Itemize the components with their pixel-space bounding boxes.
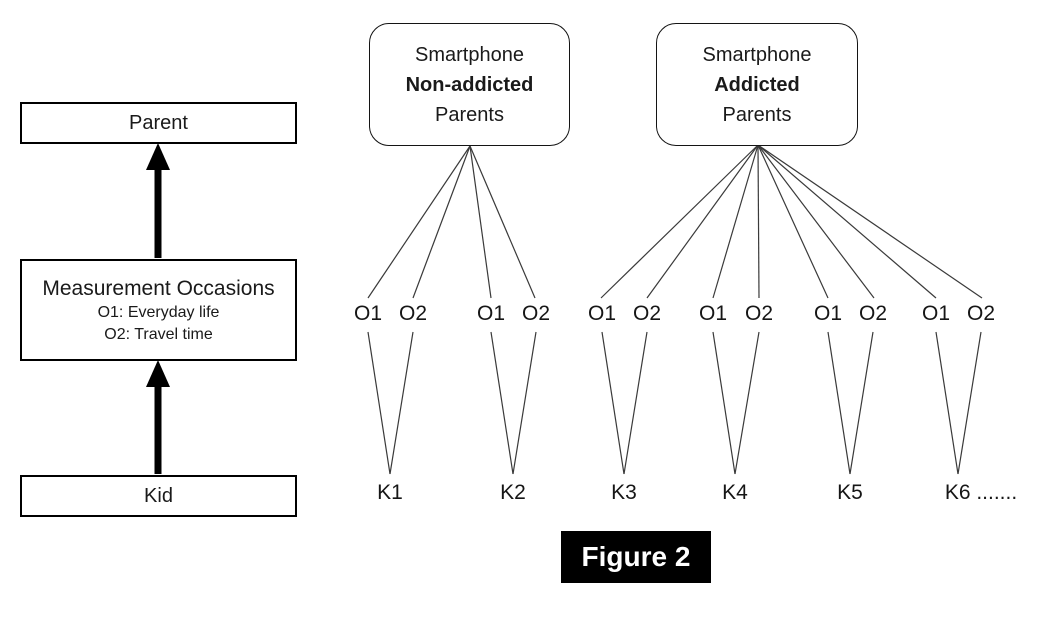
- parent-box-label: Parent: [129, 111, 188, 134]
- measurement-occasion1-label: O1: Everyday life: [97, 303, 220, 321]
- connector-line: [712, 331, 736, 475]
- connector-line: [757, 144, 875, 299]
- group-box-line1: Smartphone: [702, 43, 812, 66]
- connector-line: [849, 331, 874, 475]
- kid-label: K5: [837, 481, 863, 504]
- connector-line: [935, 331, 959, 475]
- connector-line: [757, 144, 983, 299]
- kid-box-label: Kid: [144, 484, 173, 507]
- connector-line: [827, 331, 851, 475]
- addicted-fan: [600, 144, 983, 299]
- group-box-line3: Parents: [722, 103, 792, 126]
- kid-label: K2: [500, 481, 526, 504]
- addicted-parents-box: Smartphone Addicted Parents: [656, 23, 858, 146]
- occasion-label: O2: [744, 302, 774, 325]
- connector-line: [412, 145, 471, 299]
- arrow-head-icon: [146, 143, 170, 170]
- occasion-label: O2: [632, 302, 662, 325]
- connector-line: [623, 331, 648, 475]
- kid-label: K4: [722, 481, 748, 504]
- connector-line: [757, 144, 829, 299]
- occasion-label: O2: [966, 302, 996, 325]
- occasion-kid-links: [367, 331, 982, 475]
- kid-box: Kid: [20, 475, 297, 517]
- connector-line: [600, 144, 759, 299]
- occasion-label: O1: [476, 302, 506, 325]
- group-box-line3: Parents: [435, 103, 504, 126]
- connector-line: [757, 144, 937, 299]
- connector-line: [734, 331, 760, 475]
- kid-label: K1: [377, 481, 403, 504]
- occasion-label: O1: [587, 302, 617, 325]
- connector-line: [601, 331, 625, 475]
- measurement-occasions-box: Measurement Occasions O1: Everyday life …: [20, 259, 297, 361]
- up-arrow-kid-to-measurement: [146, 360, 170, 474]
- occasion-label: O1: [813, 302, 843, 325]
- non-addicted-fan: [367, 145, 536, 299]
- connector-line: [957, 331, 982, 475]
- connector-line: [646, 144, 759, 299]
- up-arrow-measurement-to-parent: [146, 143, 170, 258]
- group-box-line2: Addicted: [714, 73, 800, 96]
- measurement-occasion2-label: O2: Travel time: [104, 325, 213, 343]
- connector-line: [512, 331, 537, 475]
- kid-label: K6 .......: [944, 481, 1018, 504]
- non-addicted-parents-box: Smartphone Non-addicted Parents: [369, 23, 570, 146]
- figure-caption: Figure 2: [561, 531, 711, 583]
- connector-line: [367, 331, 391, 475]
- connector-line: [389, 331, 414, 475]
- connector-line: [367, 145, 471, 299]
- connector-line: [757, 144, 760, 299]
- occasion-label: O2: [398, 302, 428, 325]
- connector-line: [469, 145, 492, 299]
- occasion-label: O1: [921, 302, 951, 325]
- occasion-label: O1: [353, 302, 383, 325]
- kid-label: K3: [611, 481, 637, 504]
- occasion-label: O1: [698, 302, 728, 325]
- measurement-box-title: Measurement Occasions: [42, 276, 275, 300]
- occasion-label: O2: [521, 302, 551, 325]
- connector-line: [712, 144, 759, 299]
- connector-line: [490, 331, 514, 475]
- group-box-line1: Smartphone: [415, 43, 524, 66]
- connector-line: [469, 145, 536, 299]
- parent-box: Parent: [20, 102, 297, 144]
- occasion-label: O2: [858, 302, 888, 325]
- arrow-head-icon: [146, 360, 170, 387]
- group-box-line2: Non-addicted: [405, 73, 534, 96]
